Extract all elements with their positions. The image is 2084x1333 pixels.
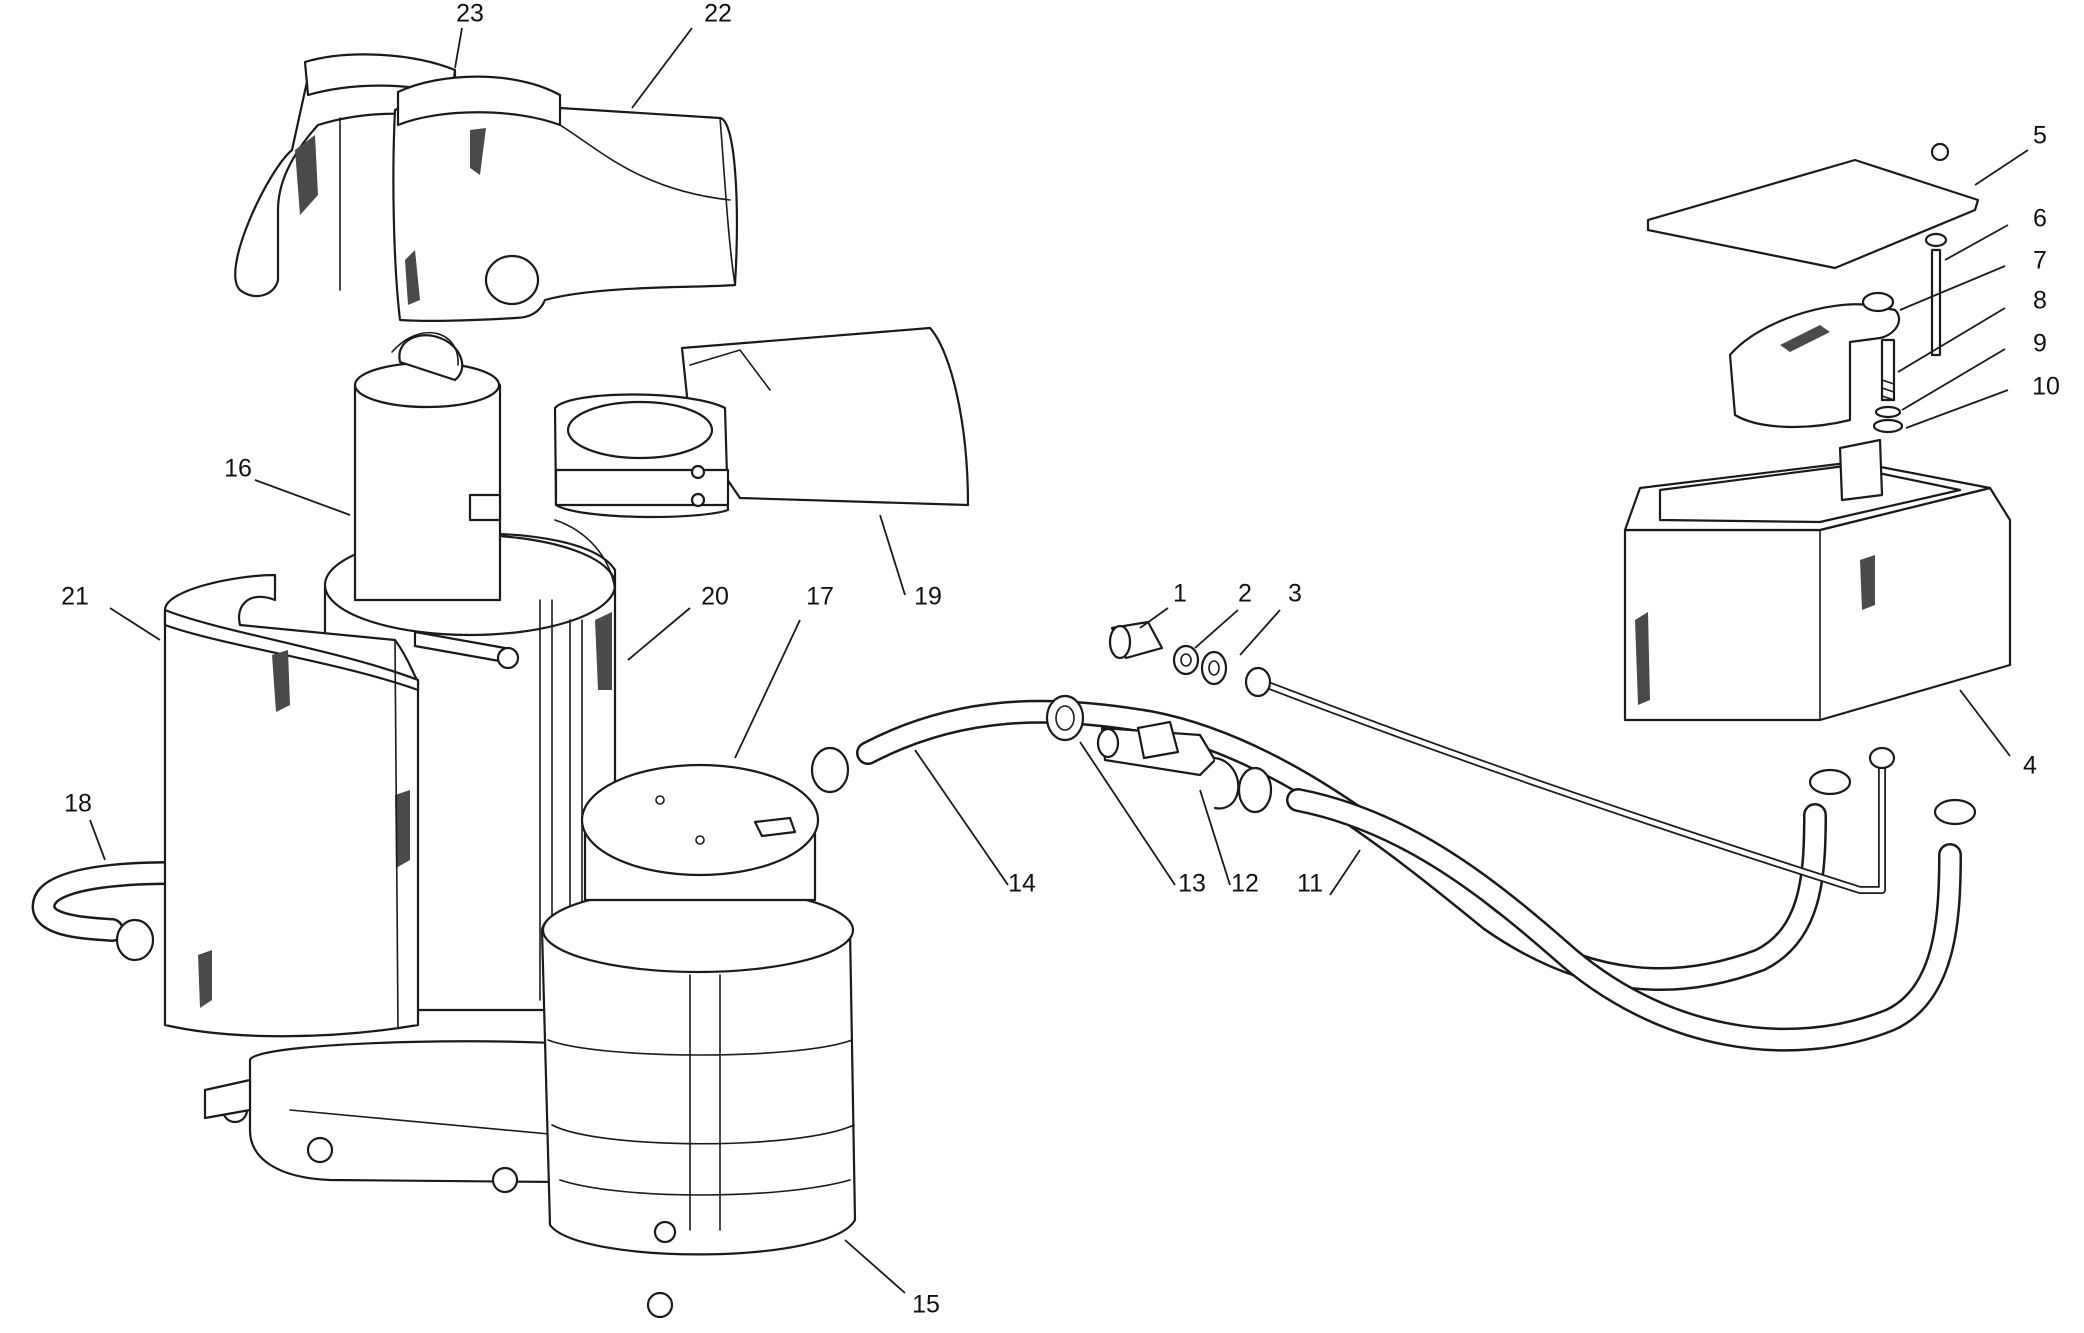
callout-15: 15 xyxy=(912,1291,940,1319)
part-17-filter xyxy=(540,763,857,1256)
callout-11: 11 xyxy=(1297,870,1323,898)
leader-6 xyxy=(1944,224,2009,261)
callout-18: 18 xyxy=(64,790,92,818)
fitting-group-1-2-3 xyxy=(1108,620,1272,698)
leader-16 xyxy=(254,479,351,516)
callout-12: 12 xyxy=(1231,870,1259,898)
part-22-air-housing xyxy=(392,75,738,322)
leader-11 xyxy=(1329,849,1361,896)
leader-21 xyxy=(109,607,161,641)
leader-13 xyxy=(1079,741,1176,886)
callout-3: 3 xyxy=(1288,580,1302,608)
leader-3 xyxy=(1239,609,1281,656)
part-19-intake-duct xyxy=(553,326,970,519)
callout-8: 8 xyxy=(2033,287,2047,315)
leader-15 xyxy=(844,1239,906,1294)
leader-lines xyxy=(89,27,2029,1294)
callout-19: 19 xyxy=(914,583,942,611)
part-16-cylinder xyxy=(353,332,520,670)
callout-17: 17 xyxy=(806,583,834,611)
part-4-battery xyxy=(1623,460,2012,722)
callout-22: 22 xyxy=(704,0,732,28)
callout-23: 23 xyxy=(456,0,484,28)
leader-17 xyxy=(734,619,801,759)
leader-10 xyxy=(1905,389,2009,429)
leader-20 xyxy=(627,607,691,661)
leader-4 xyxy=(1959,689,2011,757)
leader-8 xyxy=(1897,307,2006,373)
callout-7: 7 xyxy=(2033,247,2047,275)
part-21-cover-shell xyxy=(163,573,420,1038)
part-7-hold-down-clamp xyxy=(1728,291,1901,429)
leader-5 xyxy=(1974,149,2029,186)
fitting-group-12-13 xyxy=(115,694,1977,962)
leader-2 xyxy=(1194,609,1239,649)
leader-7 xyxy=(1899,265,2006,311)
leader-1 xyxy=(1139,607,1169,629)
callout-5: 5 xyxy=(2033,122,2047,150)
part-8-9-10-bolt xyxy=(1838,338,1904,502)
callout-13: 13 xyxy=(1178,870,1206,898)
leader-18 xyxy=(89,819,106,861)
callout-labels: 1 2 3 4 5 6 7 8 9 10 11 12 13 14 15 16 1… xyxy=(61,0,2060,1319)
callout-6: 6 xyxy=(2033,205,2047,233)
leader-9 xyxy=(1901,348,2006,411)
callout-2: 2 xyxy=(1238,580,1252,608)
leader-19 xyxy=(879,514,906,596)
callout-14: 14 xyxy=(1008,870,1036,898)
leader-22 xyxy=(631,27,693,109)
leader-12 xyxy=(1199,789,1231,886)
callout-9: 9 xyxy=(2033,330,2047,358)
part-5-cover-plate xyxy=(1646,142,1980,270)
callout-4: 4 xyxy=(2023,752,2037,780)
callout-20: 20 xyxy=(701,583,729,611)
leader-14 xyxy=(914,749,1009,886)
callout-10: 10 xyxy=(2032,373,2060,401)
callout-16: 16 xyxy=(224,455,252,483)
part-6-rod xyxy=(1924,232,1948,357)
callout-21: 21 xyxy=(61,583,89,611)
leader-23 xyxy=(454,27,463,69)
callout-1: 1 xyxy=(1173,580,1187,608)
